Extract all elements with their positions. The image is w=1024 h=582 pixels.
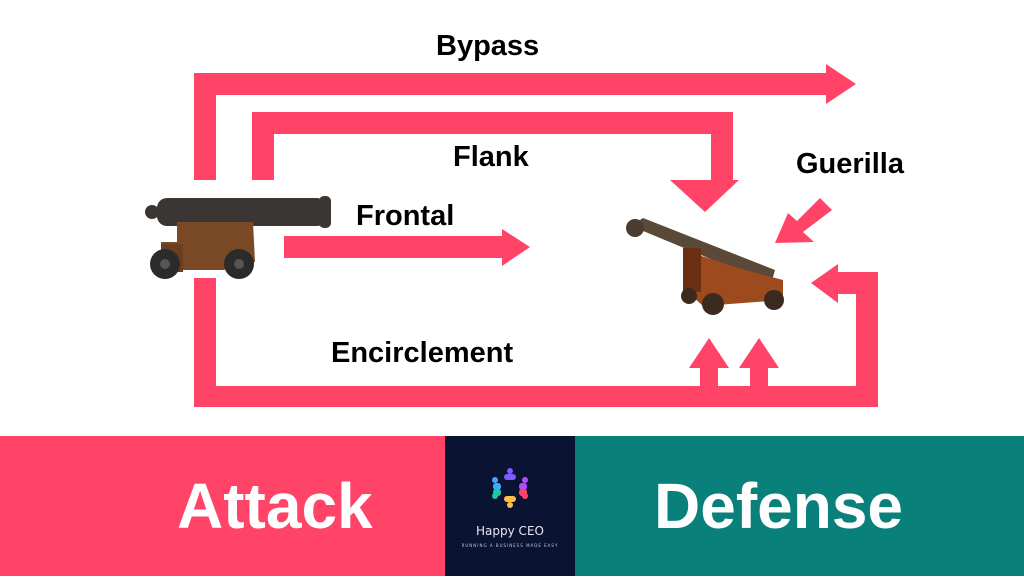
bypass-arrow	[194, 64, 856, 180]
frontal-arrow	[284, 229, 530, 266]
flank-arrow	[252, 112, 739, 212]
defense-label: Defense	[654, 470, 903, 542]
strategy-diagram	[145, 64, 878, 407]
happy-ceo-logo: Happy CEO RUNNING A BUSINESS MADE EASY	[445, 436, 575, 576]
defense-panel: Defense	[575, 436, 1024, 576]
attacker-cannon-icon	[145, 196, 331, 279]
frontal-label: Frontal	[356, 200, 455, 232]
logo-name: Happy CEO	[476, 524, 544, 538]
guerilla-label: Guerilla	[796, 148, 904, 180]
attack-label: Attack	[177, 470, 373, 542]
encirclement-arrow	[194, 264, 878, 407]
defender-cannon-icon	[626, 218, 784, 315]
encirclement-label: Encirclement	[331, 337, 514, 369]
guerilla-arrow	[775, 198, 832, 243]
flank-label: Flank	[453, 141, 529, 173]
people-circle-icon	[492, 468, 528, 508]
attack-panel: Attack	[0, 436, 445, 576]
bypass-label: Bypass	[436, 30, 540, 62]
logo-tagline: RUNNING A BUSINESS MADE EASY	[461, 543, 559, 548]
